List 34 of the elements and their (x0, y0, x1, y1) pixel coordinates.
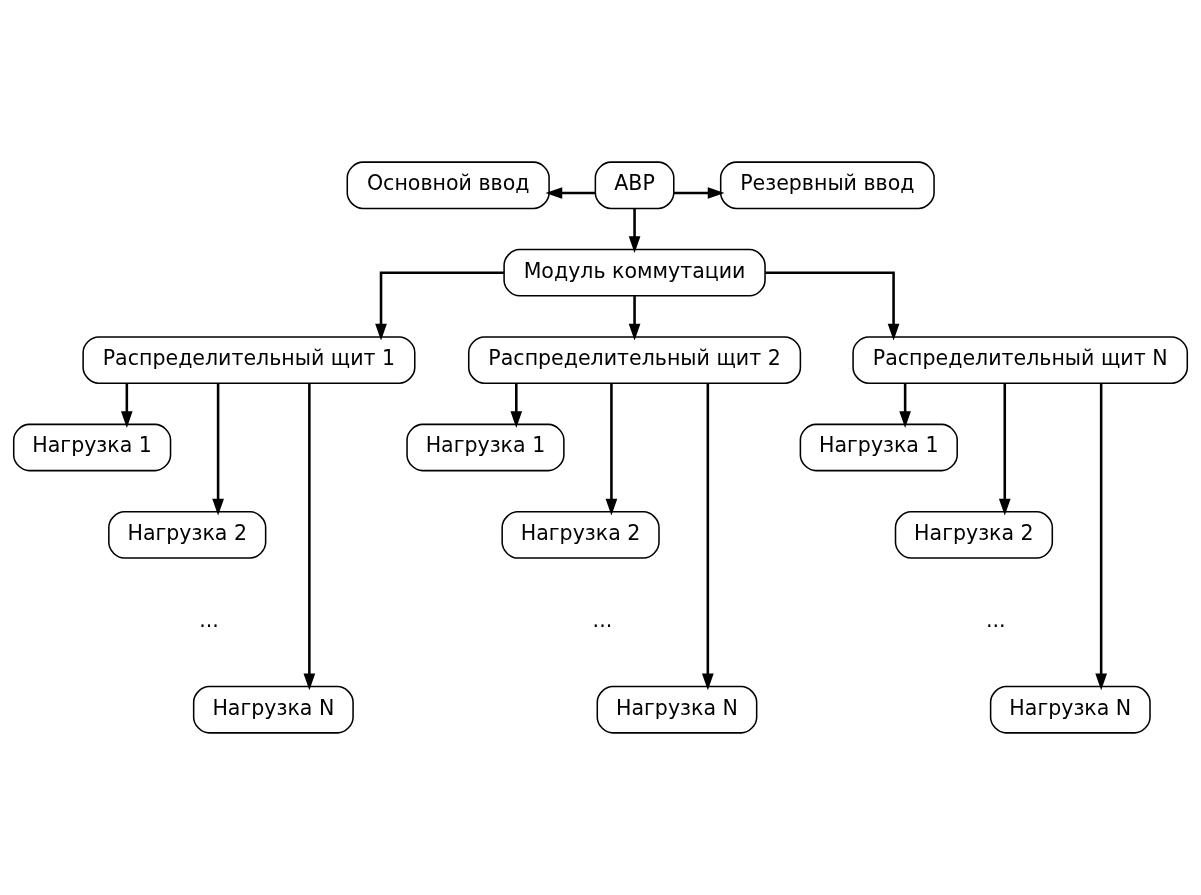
arrow (765, 271, 900, 341)
arrow (628, 208, 641, 254)
node-box: Нагрузка N (596, 685, 758, 734)
arrow (303, 383, 316, 691)
arrow (701, 383, 714, 691)
node-box: АВР (594, 161, 675, 210)
node-box: Резервный ввод (719, 161, 935, 210)
node-box: Модуль коммутации (503, 248, 766, 297)
node-box: Распределительный щит N (852, 336, 1189, 384)
arrow (899, 383, 911, 428)
arrow (545, 187, 596, 199)
node-box: Основной ввод (346, 161, 550, 210)
node-box: Нагрузка 2 (501, 511, 660, 559)
arrow (1095, 383, 1108, 691)
node-box: Нагрузка 1 (406, 423, 565, 472)
node-box: Нагрузка 1 (12, 423, 172, 472)
node-box: Нагрузка N (192, 685, 354, 734)
label: ... (985, 608, 1006, 633)
node-box: Нагрузка 2 (108, 511, 267, 559)
arrow (212, 383, 224, 516)
node-box: Распределительный щит 1 (82, 336, 416, 384)
arrow (375, 271, 505, 341)
label: ... (199, 608, 219, 633)
node-box: Нагрузка 2 (894, 511, 1054, 559)
arrow (998, 383, 1011, 516)
node-box: Нагрузка N (989, 685, 1151, 734)
label: ... (592, 608, 613, 633)
node-box: Нагрузка 1 (799, 423, 958, 472)
arrow (628, 296, 641, 341)
arrow (510, 383, 523, 428)
arrow (120, 383, 133, 428)
arrow (605, 383, 618, 516)
arrow (674, 187, 725, 199)
node-box: Распределительный щит 2 (468, 336, 802, 384)
